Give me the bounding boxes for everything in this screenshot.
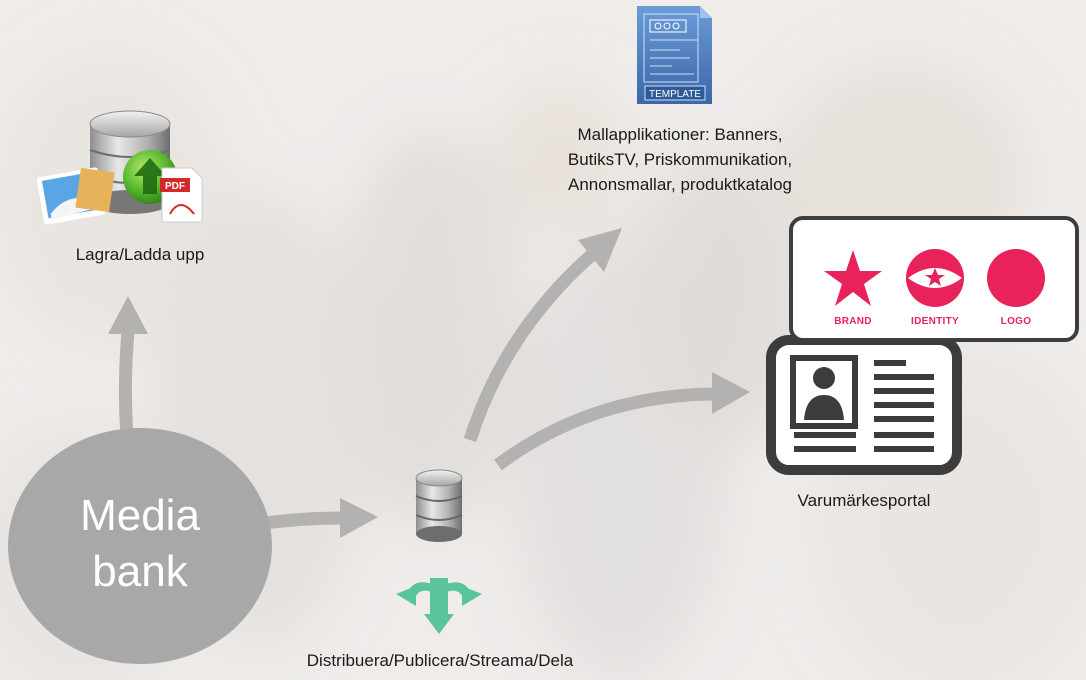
brand-caption: BRAND [834, 316, 872, 327]
id-card-icon [766, 335, 962, 475]
distribute-label: Distribuera/Publicera/Streama/Dela [306, 651, 574, 670]
hub-database-icon [415, 469, 463, 542]
upload-label: Lagra/Ladda upp [75, 245, 205, 264]
photo-icon [36, 167, 115, 225]
brand-card-icons [824, 249, 1045, 307]
arrow-hub-to-portal [494, 372, 750, 471]
distribute-arrows-icon [396, 578, 482, 634]
templates-label: Mallapplikationer: Banners, ButiksTV, Pr… [490, 122, 870, 197]
templates-line3: Annonsmallar, produktkatalog [568, 175, 792, 194]
template-icon-text: TEMPLATE [649, 89, 701, 100]
pdf-icon: PDF [160, 167, 203, 223]
arrow-hub-to-templates [463, 228, 622, 442]
media-bank-node[interactable] [8, 428, 272, 664]
media-bank-label: Media bank [20, 488, 260, 600]
media-bank-line1: Media [80, 491, 200, 540]
svg-text:PDF: PDF [165, 181, 185, 192]
templates-line2: ButiksTV, Priskommunikation, [567, 150, 793, 169]
templates-line1: Mallapplikationer: Banners, [577, 125, 783, 144]
brand-identity-card: BRAND IDENTITY LOGO [789, 216, 1079, 342]
brand-portal-label: Varumärkesportal [797, 491, 931, 510]
eye-star-icon [906, 249, 964, 307]
star-icon [824, 250, 882, 306]
circle-icon [987, 249, 1045, 307]
template-document-icon: TEMPLATE [637, 6, 712, 104]
logo-caption: LOGO [1000, 316, 1032, 327]
arrow-media-to-hub [257, 498, 378, 538]
upload-icon: PDF [36, 110, 203, 225]
identity-caption: IDENTITY [911, 316, 959, 327]
media-bank-line2: bank [92, 547, 188, 596]
